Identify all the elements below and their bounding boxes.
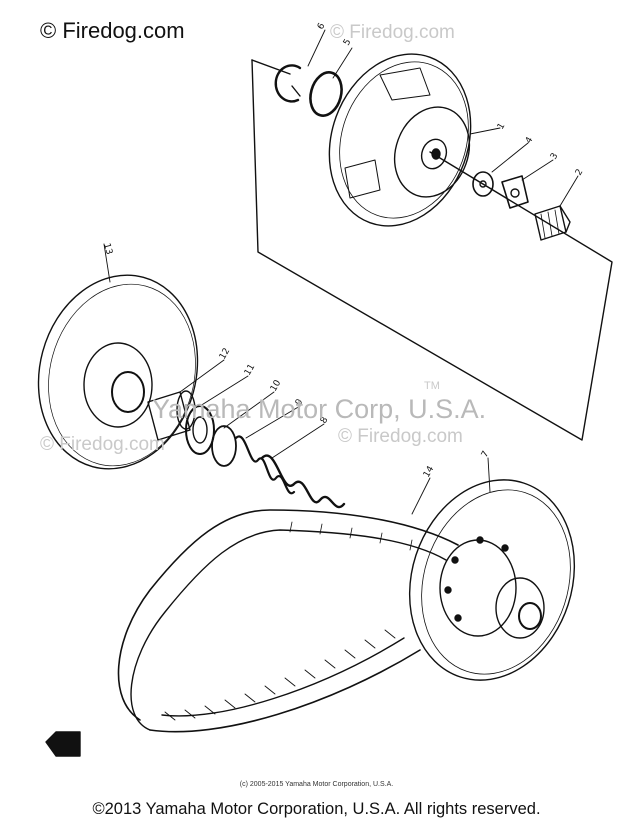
- callout-5: 5: [342, 38, 354, 48]
- part-7-secondary-sheave: [408, 479, 576, 681]
- callout-14: 14: [422, 464, 437, 479]
- part-13-movable-sheave: [37, 274, 199, 470]
- part-14-drive-belt: [117, 509, 459, 733]
- callout-12: 12: [218, 347, 232, 362]
- callout-11: 11: [243, 363, 257, 378]
- part-9-spring: [234, 435, 296, 495]
- small-copyright: (c) 2005-2015 Yamaha Motor Corporation, …: [239, 781, 394, 788]
- watermark-top: © Firedog.com: [330, 22, 455, 43]
- firedog-brand: © Firedog.com: [40, 18, 185, 43]
- watermark-corp: Yamaha Motor Corp, U.S.A.: [152, 394, 487, 424]
- part-8-spring: [260, 454, 346, 508]
- exploded-view-frame: [251, 59, 613, 441]
- callout-labels: 6 5 1 4 3 2 13 12 11 10 9 8 14 7: [101, 21, 585, 479]
- callout-9: 9: [294, 397, 306, 407]
- callout-2: 2: [574, 168, 586, 178]
- part-2-bolt: [534, 205, 571, 241]
- callout-10: 10: [269, 378, 284, 393]
- callout-1: 1: [496, 122, 508, 132]
- watermark-middle-left: © Firedog.com: [40, 434, 165, 455]
- part-4-washer: [472, 171, 494, 197]
- part-5-ring: [309, 71, 343, 117]
- callout-leaders: [103, 29, 579, 515]
- callout-6: 6: [316, 21, 328, 31]
- footer-copyright: ©2013 Yamaha Motor Corporation, U.S.A. A…: [92, 800, 541, 818]
- watermark-middle-right: © Firedog.com: [338, 426, 463, 447]
- part-6-circlip: [274, 64, 302, 103]
- callout-8: 8: [319, 415, 331, 425]
- watermark-tm: TM: [424, 380, 440, 392]
- front-direction-arrow-icon: [45, 731, 81, 757]
- part-3-lock-plate: [501, 175, 529, 209]
- part-10-spring-seat: [211, 425, 237, 467]
- callout-13: 13: [101, 242, 114, 256]
- callout-4: 4: [524, 135, 536, 145]
- callout-3: 3: [549, 152, 561, 162]
- part-1-fixed-sheave: [328, 53, 472, 227]
- callout-7: 7: [480, 450, 492, 460]
